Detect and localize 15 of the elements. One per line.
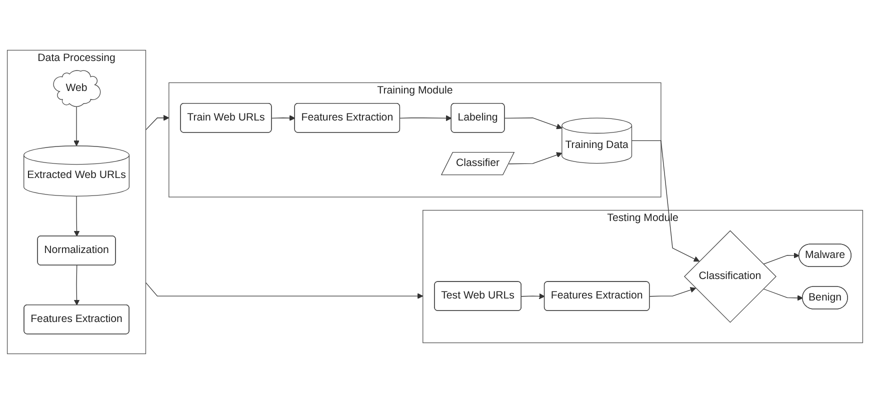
arrow xyxy=(400,115,452,122)
arrow xyxy=(504,118,562,130)
arrow xyxy=(145,114,170,130)
arrow xyxy=(508,152,562,164)
arrow xyxy=(763,252,800,264)
arrow xyxy=(145,282,424,299)
arrow xyxy=(649,287,696,297)
arrow xyxy=(74,196,80,237)
arrow xyxy=(631,140,700,262)
arrow xyxy=(271,115,296,121)
arrow xyxy=(521,293,545,300)
arrow xyxy=(74,106,80,146)
arrow xyxy=(74,265,80,306)
node-diamond: Classification xyxy=(684,230,776,323)
arrow xyxy=(763,288,803,301)
